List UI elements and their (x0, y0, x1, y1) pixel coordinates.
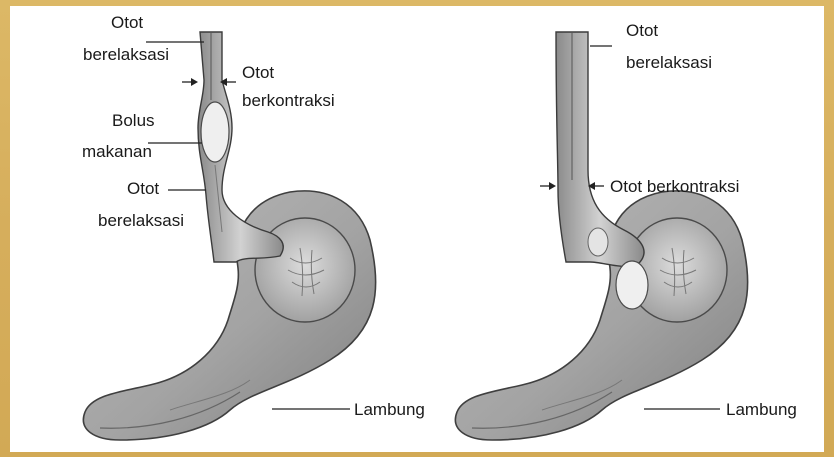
left-label-contracted-line2: berkontraksi (242, 91, 335, 110)
left-label-lower-relaxed-line1: Otot (127, 179, 159, 198)
left-label-bolus-line1: Bolus (112, 111, 155, 130)
right-bolus (616, 261, 648, 309)
left-label-lower-relaxed-line2: berelaksasi (98, 211, 184, 230)
left-label-top-relaxed-line1: Otot (111, 13, 143, 32)
left-label-contracted-line1: Otot (242, 63, 274, 82)
right-label-top-relaxed: Otot berelaksasi (590, 21, 712, 72)
left-label-stomach: Lambung (272, 400, 425, 419)
left-label-top-relaxed: Otot berelaksasi (83, 13, 204, 64)
left-label-lower-relaxed: Otot berelaksasi (98, 179, 206, 230)
right-label-contracted-text: Otot berkontraksi (610, 177, 739, 196)
right-label-stomach: Lambung (644, 400, 797, 419)
right-stomach-illustration (455, 32, 747, 440)
right-label-stomach-text: Lambung (726, 400, 797, 419)
left-label-top-relaxed-line2: berelaksasi (83, 45, 169, 64)
left-label-bolus: Bolus makanan (82, 111, 202, 161)
left-bolus (201, 102, 229, 162)
right-label-top-relaxed-line2: berelaksasi (626, 53, 712, 72)
right-label-top-relaxed-line1: Otot (626, 21, 658, 40)
left-label-stomach-text: Lambung (354, 400, 425, 419)
left-label-bolus-line2: makanan (82, 142, 152, 161)
